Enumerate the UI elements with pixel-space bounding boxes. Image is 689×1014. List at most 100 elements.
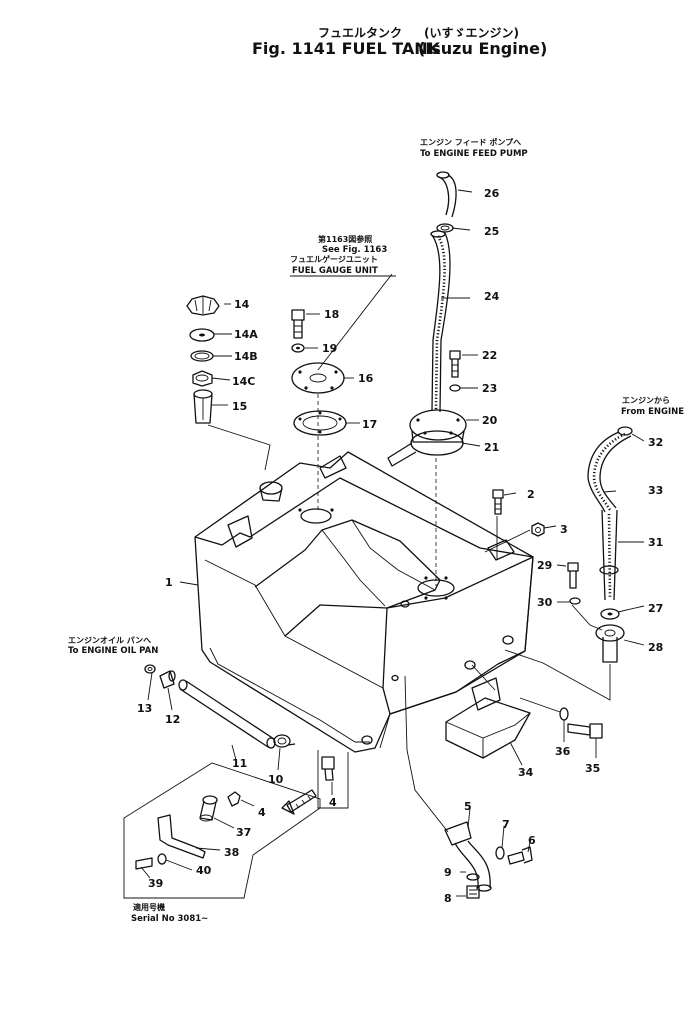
drain-assembly-line [404, 675, 449, 833]
callout-numbers: 1 2 3 4 4 5 6 7 8 9 10 11 12 13 14 14A 1… [137, 187, 663, 905]
note-serial-jp: 適用号機 [133, 902, 165, 912]
serial-box [123, 762, 321, 899]
note-gauge-ref-jp: 第1163図参照 [318, 234, 372, 244]
callout-12: 12 [165, 713, 180, 726]
callout-35: 35 [585, 762, 600, 775]
note-gauge-unit: 第1163図参照 See Fig. 1163 フュエルゲージユニット FUEL … [290, 234, 387, 276]
feed-hose-26 [436, 171, 457, 218]
bolt-2 [492, 489, 504, 515]
note-serial: 適用号機 Serial No 3081~ [131, 902, 208, 924]
pipe-11 [178, 679, 276, 749]
drain-plug-8 [466, 885, 480, 899]
callout-32: 32 [648, 436, 663, 449]
note-from-engine: エンジンから From ENGINE [621, 396, 684, 417]
note-gauge-unit-en: FUEL GAUGE UNIT [292, 266, 378, 276]
gasket-13 [144, 664, 156, 674]
elbow-arrow [281, 789, 317, 815]
return-flange-27 [600, 608, 620, 620]
gauge-washer [291, 343, 305, 353]
callout-34: 34 [518, 766, 534, 779]
guard-34 [445, 677, 531, 759]
callout-6: 6 [528, 834, 536, 847]
clamp-10 [273, 734, 296, 748]
pipe-bolt-22 [449, 350, 461, 378]
callout-17: 17 [362, 418, 377, 431]
washer-40 [157, 853, 167, 865]
bolt-39 [135, 857, 153, 870]
drain-gasket-9 [466, 873, 480, 881]
note-feed-pump-en: To ENGINE FEED PUMP [420, 149, 528, 159]
filler-gasket-14a [189, 328, 215, 342]
callout-39: 39 [148, 877, 163, 890]
filler-cap [186, 295, 220, 316]
note-feed-pump-jp: エンジン フィード ポンプへ [420, 137, 521, 147]
note-serial-en: Serial No 3081~ [131, 914, 208, 924]
return-fitting-28 [595, 624, 625, 663]
callout-22: 22 [482, 349, 497, 362]
note-from-engine-jp: エンジンから [622, 396, 670, 405]
note-feed-pump: エンジン フィード ポンプへ To ENGINE FEED PUMP [420, 137, 528, 159]
callout-5: 5 [464, 800, 472, 813]
filler-strainer [193, 389, 213, 424]
nut-3-line [484, 529, 531, 553]
bolt-35-line [519, 697, 561, 713]
callout-4-lower: 4 [329, 796, 337, 809]
callout-3: 3 [560, 523, 568, 536]
engine-en: (Isuzu Engine) [418, 39, 547, 58]
callout-15: 15 [232, 400, 247, 413]
note-oil-pan-en: To ENGINE OIL PAN [68, 646, 158, 656]
gauge-unit-pointer [317, 273, 393, 371]
callout-37: 37 [236, 826, 251, 839]
return-pipe-31 [599, 509, 619, 601]
note-oil-pan-jp: エンジンオイル パンへ [68, 635, 151, 645]
return-bolt-29 [567, 562, 579, 589]
pipe-washer-23 [449, 384, 461, 392]
filler-ring-14b [190, 350, 214, 362]
callout-14c: 14C [232, 375, 255, 388]
washer-36 [559, 707, 569, 721]
drain-elbow-5 [444, 821, 492, 892]
note-gauge-unit-jp: フュエルゲージユニット [290, 254, 378, 264]
callout-20: 20 [482, 414, 498, 427]
filler-gasket-14c [192, 370, 213, 387]
callout-14a: 14A [234, 328, 258, 341]
note-oil-pan: エンジンオイル パンへ To ENGINE OIL PAN [68, 635, 158, 656]
callout-10: 10 [268, 773, 284, 786]
fuel-tank [194, 451, 534, 753]
guard-line [471, 664, 496, 691]
return-leader [571, 604, 603, 631]
bolt-35 [567, 723, 603, 739]
callout-27: 27 [648, 602, 663, 615]
plug-4-box-frame [317, 750, 349, 809]
callout-4-box: 4 [258, 806, 266, 819]
callout-30: 30 [537, 596, 553, 609]
callout-11: 11 [232, 757, 247, 770]
return-hose-32 [587, 426, 633, 513]
callout-14b: 14B [234, 350, 258, 363]
drain-bolt-6 [507, 846, 533, 865]
callout-40: 40 [196, 864, 212, 877]
callout-38: 38 [224, 846, 239, 859]
return-assembly-line [504, 649, 611, 701]
callout-8: 8 [444, 892, 452, 905]
callout-21: 21 [484, 441, 499, 454]
callout-19: 19 [322, 342, 337, 355]
nut-3 [531, 522, 545, 537]
drain-washer-7 [495, 846, 505, 860]
callout-9: 9 [444, 866, 452, 879]
fitting-12 [159, 670, 176, 689]
gauge-cover-plate [291, 362, 345, 394]
callout-7: 7 [502, 818, 510, 831]
plug-4-box [227, 791, 241, 807]
callout-31: 31 [648, 536, 663, 549]
callout-1: 1 [165, 576, 173, 589]
return-washer-30 [569, 597, 581, 605]
title-jp: フュエルタンク [318, 26, 402, 40]
callout-25: 25 [484, 225, 499, 238]
suction-pipe-24 [430, 230, 451, 413]
callout-23: 23 [482, 382, 497, 395]
callout-13: 13 [137, 702, 152, 715]
callout-14: 14 [234, 298, 250, 311]
engine-jp: (いすゞエンジン) [424, 26, 519, 40]
